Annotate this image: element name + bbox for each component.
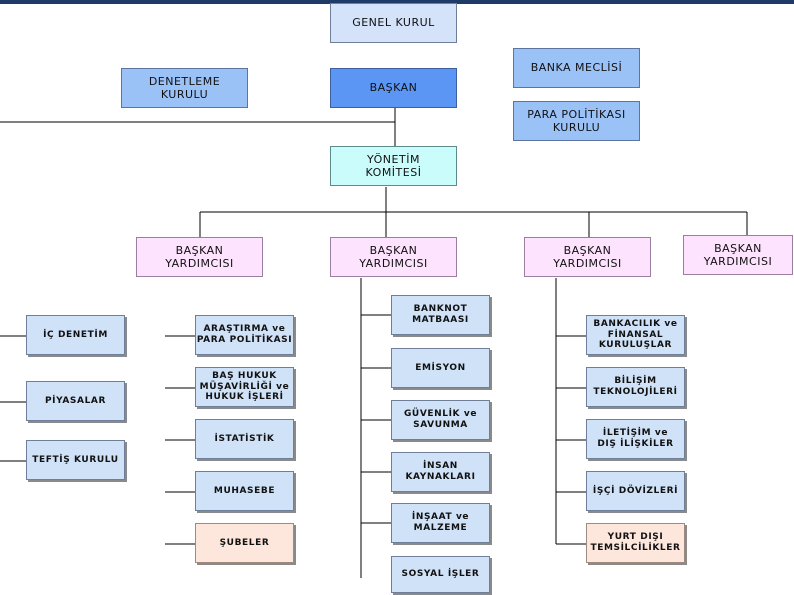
bilisim-teknolojileri-box: BİLİŞİM TEKNOLOJİLERİ — [586, 367, 685, 407]
subeler-box: ŞUBELER — [195, 523, 294, 563]
banknot-matbaasi-box: BANKNOT MATBAASI — [391, 295, 490, 335]
istatistik-box: İSTATİSTİK — [195, 419, 294, 459]
baskan-box: BAŞKAN — [330, 68, 457, 108]
baskan-yardimcisi-1-box: BAŞKAN YARDIMCISI — [136, 237, 263, 277]
denetleme-kurulu-box: DENETLEME KURULU — [121, 68, 248, 108]
genel-kurul-box: GENEL KURUL — [330, 3, 457, 43]
baskan-yardimcisi-2-box: BAŞKAN YARDIMCISI — [330, 237, 457, 277]
teftis-kurulu-box: TEFTİŞ KURULU — [26, 440, 125, 480]
insaat-malzeme-box: İNŞAAT ve MALZEME — [391, 503, 490, 543]
header-bar — [0, 0, 794, 4]
bankacilik-finansal-kuruluslar-box: BANKACILIK ve FİNANSAL KURULUŞLAR — [586, 315, 685, 355]
ic-denetim-box: İÇ DENETİM — [26, 315, 125, 355]
isci-dovizleri-box: İŞÇİ DÖVİZLERİ — [586, 471, 685, 511]
para-politikasi-kurulu-box: PARA POLİTİKASI KURULU — [513, 101, 640, 141]
iletisim-dis-iliskiler-box: İLETİŞİM ve DIŞ İLİŞKİLER — [586, 419, 685, 459]
baskan-yardimcisi-4-box: BAŞKAN YARDIMCISI — [683, 235, 793, 275]
muhasebe-box: MUHASEBE — [195, 471, 294, 511]
baskan-yardimcisi-3-box: BAŞKAN YARDIMCISI — [524, 237, 651, 277]
piyasalar-box: PİYASALAR — [26, 381, 125, 421]
yonetim-komitesi-box: YÖNETİM KOMİTESİ — [330, 146, 457, 186]
emisyon-box: EMİSYON — [391, 348, 490, 388]
guvenlik-savunma-box: GÜVENLİK ve SAVUNMA — [391, 400, 490, 440]
banka-meclisi-box: BANKA MECLİSİ — [513, 48, 640, 88]
insan-kaynaklari-box: İNSAN KAYNAKLARI — [391, 452, 490, 492]
arastirma-para-politikasi-box: ARAŞTIRMA ve PARA POLİTİKASI — [195, 315, 294, 355]
sosyal-isler-box: SOSYAL İŞLER — [391, 556, 490, 593]
bas-hukuk-musavirligi-box: BAŞ HUKUK MÜŞAVİRLİĞİ ve HUKUK İŞLERİ — [195, 367, 294, 407]
yurt-disi-temsilcilikler-box: YURT DIŞI TEMSİLCİLİKLER — [586, 523, 685, 563]
